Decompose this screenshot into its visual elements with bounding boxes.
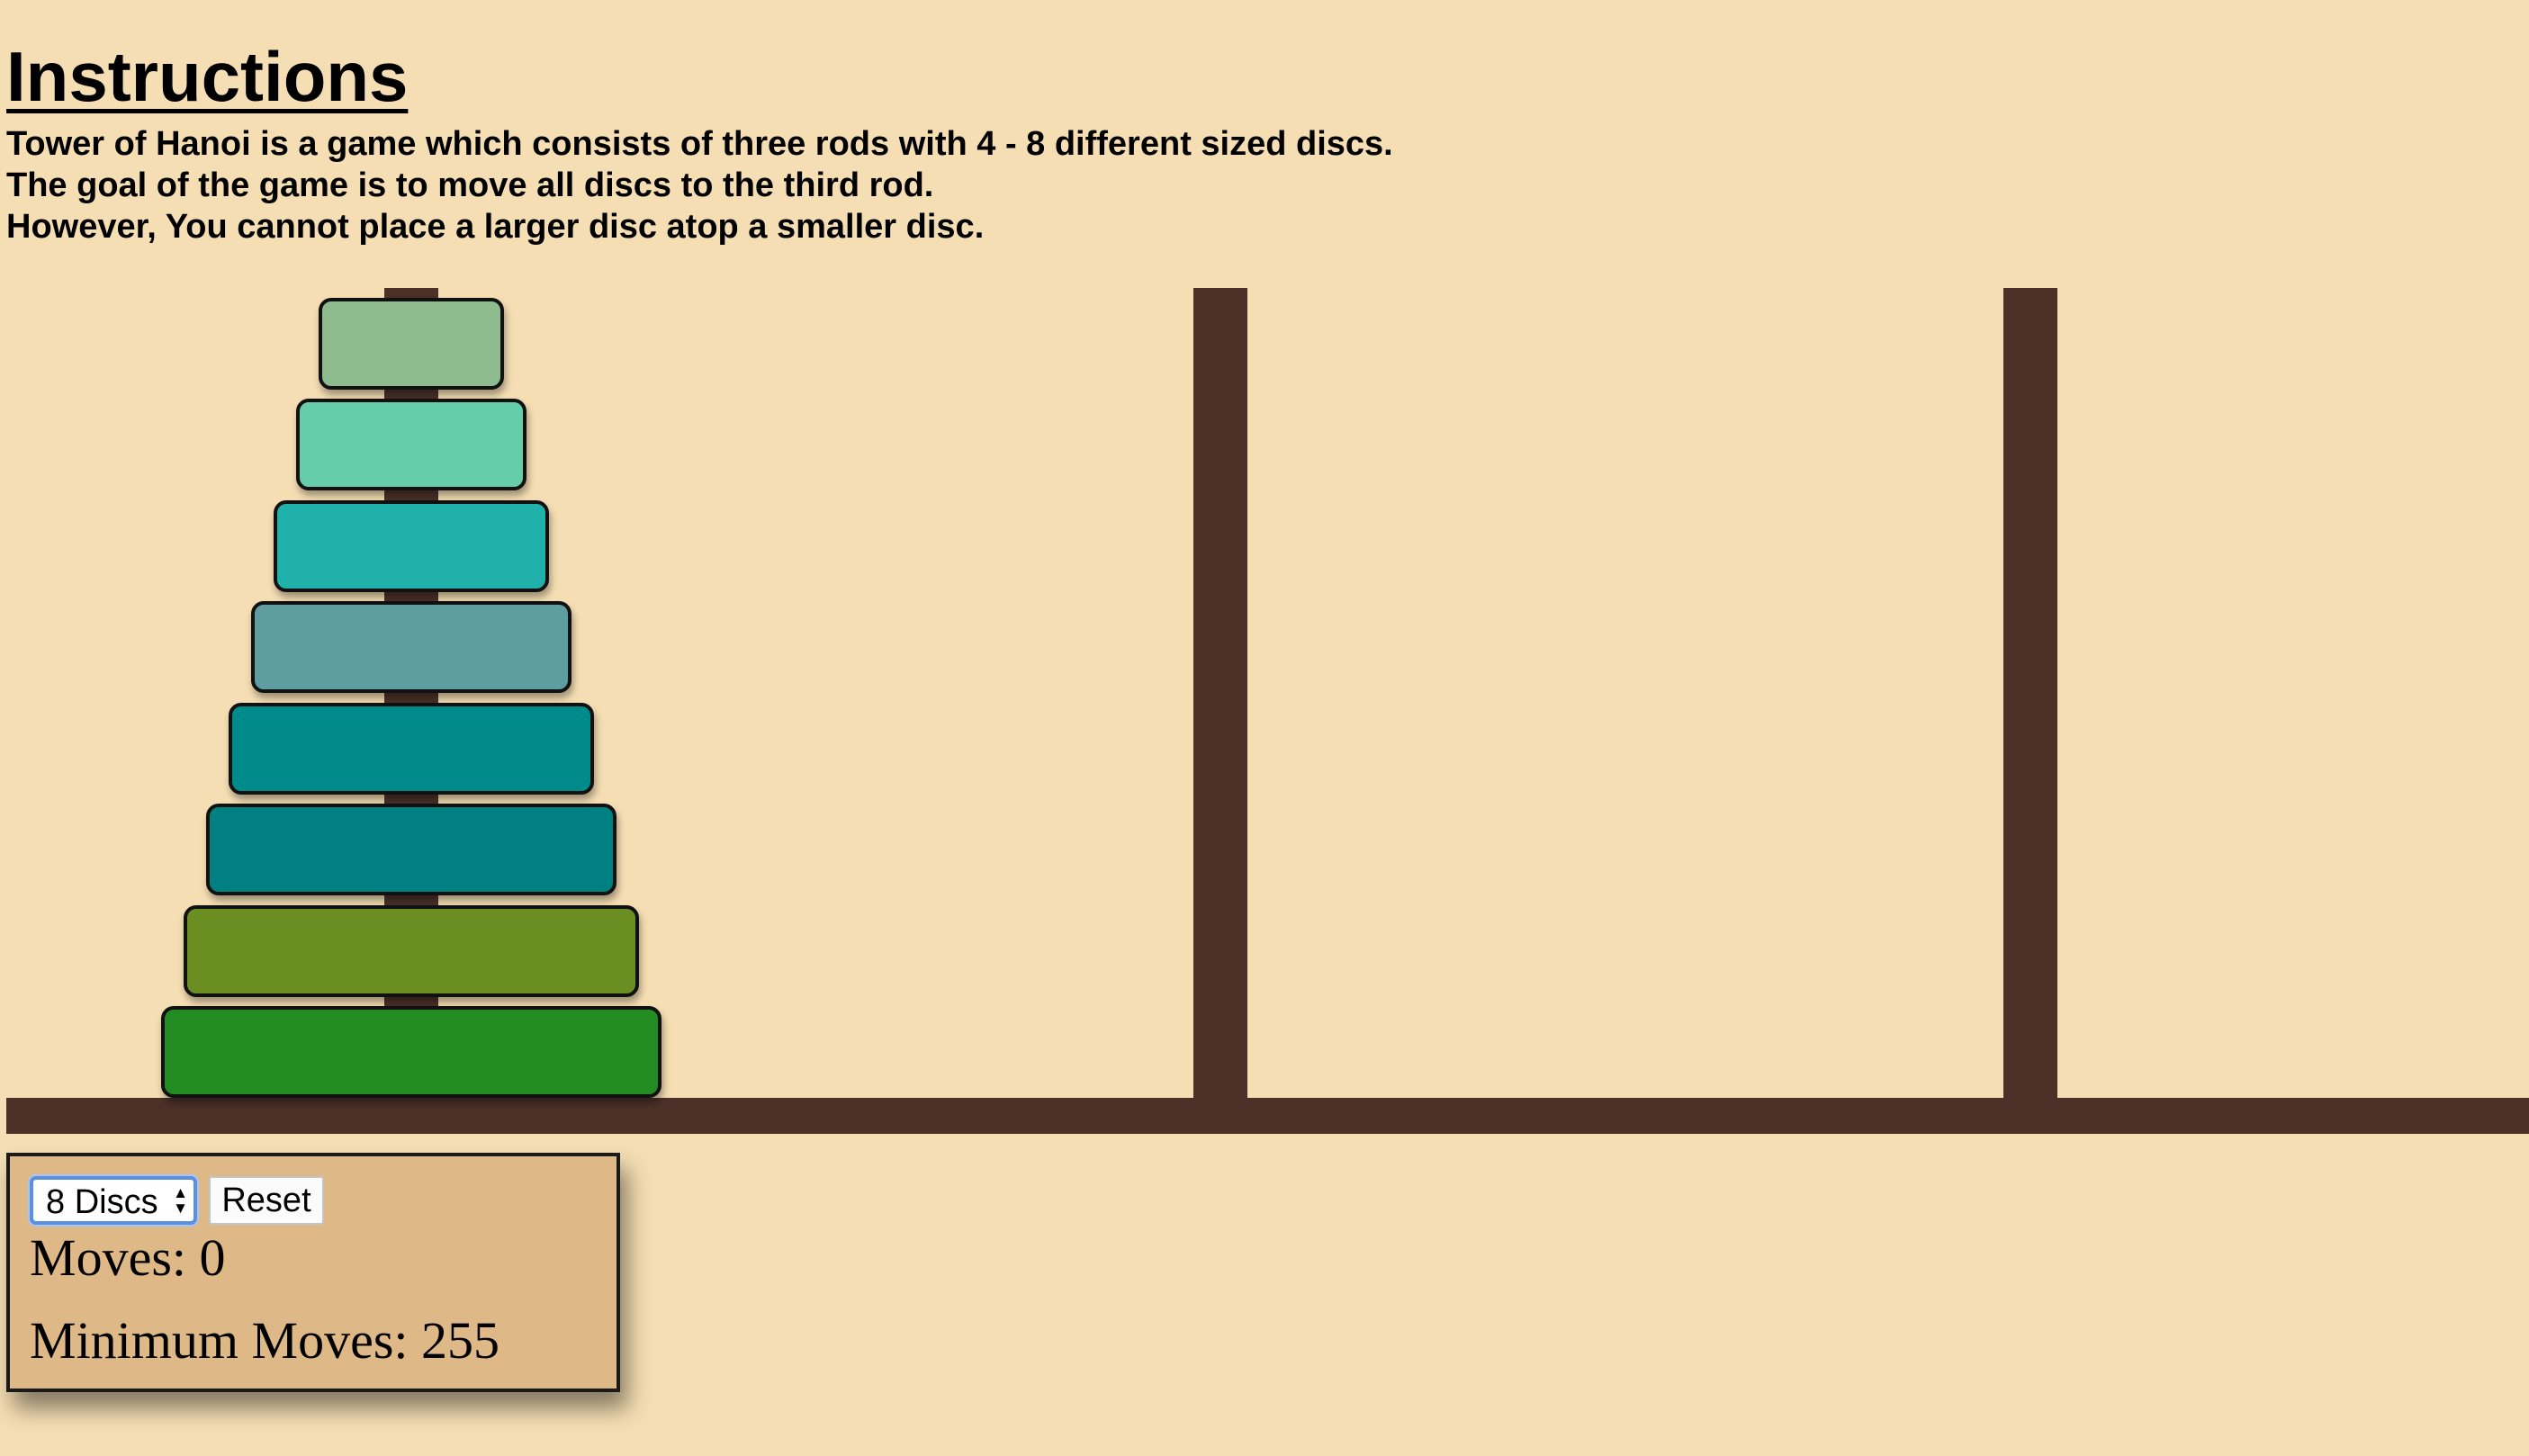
- up-down-arrows-icon: ▲▼: [173, 1184, 188, 1217]
- rod-3[interactable]: [2003, 288, 2057, 1098]
- instructions-text: Tower of Hanoi is a game which consists …: [6, 123, 1393, 247]
- reset-button[interactable]: Reset: [209, 1176, 324, 1225]
- moves-counter: Moves: 0: [30, 1228, 226, 1287]
- disc-8: [161, 1006, 662, 1098]
- disc-2: [296, 399, 526, 490]
- disc-7: [184, 904, 639, 997]
- disc-count-select[interactable]: 8 Discs ▲▼: [30, 1176, 197, 1225]
- minimum-moves: Minimum Moves: 255: [30, 1311, 500, 1370]
- disc-4: [251, 601, 572, 693]
- disc-count-value: 8 Discs: [46, 1183, 158, 1221]
- disc-3: [274, 499, 549, 592]
- disc-1[interactable]: [319, 297, 504, 390]
- disc-5: [229, 702, 594, 795]
- rod-2[interactable]: [1193, 288, 1247, 1098]
- disc-6: [206, 804, 616, 895]
- rod-base: [6, 1098, 2529, 1134]
- control-panel: 8 Discs ▲▼ Reset Moves: 0 Minimum Moves:…: [6, 1153, 620, 1392]
- page-title: Instructions: [6, 37, 409, 116]
- instruction-line: The goal of the game is to move all disc…: [6, 166, 934, 204]
- instruction-line: Tower of Hanoi is a game which consists …: [6, 125, 1393, 163]
- instruction-line: However, You cannot place a larger disc …: [6, 208, 985, 246]
